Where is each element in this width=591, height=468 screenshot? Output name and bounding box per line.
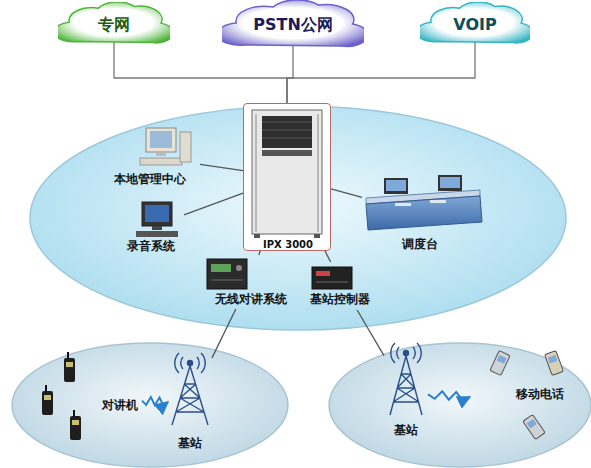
mobile-ellipse <box>329 343 591 467</box>
connection-line <box>331 189 362 197</box>
tower-illustration <box>390 343 422 415</box>
cloud-label: 专网 <box>98 16 130 34</box>
equipment-node: 调度台 <box>362 172 484 256</box>
cloud-label: PSTN公网 <box>253 16 333 34</box>
equipment-label: 录音系统 <box>127 240 175 253</box>
equipment-node: 对讲机 <box>36 352 142 444</box>
controller-box <box>312 267 352 289</box>
equipment-label: 无线对讲系统 <box>215 293 287 306</box>
equipment-node: 基站 <box>168 352 212 454</box>
network-cloud: VOIP <box>420 2 530 46</box>
equipment-node: 移动电话 <box>470 348 585 453</box>
cloud-label: VOIP <box>453 16 496 34</box>
cloud-outline <box>222 0 364 46</box>
equipment-node: IPX 3000 <box>243 103 331 251</box>
connection-line <box>200 164 243 170</box>
equipment-node: 基站控制器 <box>300 262 386 310</box>
equipment-label: 基站 <box>178 437 202 450</box>
equipment-label: 基站 <box>394 424 418 437</box>
equipment-node: 基站 <box>384 345 428 441</box>
equipment-label: 调度台 <box>402 238 438 251</box>
computer-icon <box>136 202 178 237</box>
equipment-label: 移动电话 <box>516 388 564 401</box>
connection-line <box>184 193 243 215</box>
system-ellipse <box>30 106 566 330</box>
equipment-label: 基站控制器 <box>310 293 370 306</box>
computer-icon <box>140 128 191 165</box>
equipment-label: IPX 3000 <box>263 239 313 250</box>
equipment-label: 对讲机 <box>102 399 138 412</box>
walkie-talkie-icon <box>42 352 81 440</box>
radio-system-box <box>207 259 247 289</box>
network-cloud: PSTN公网 <box>222 0 364 50</box>
connection-line <box>325 251 331 262</box>
cloud-outline <box>58 2 170 43</box>
connection-line <box>114 42 287 103</box>
tower-illustration <box>172 353 208 425</box>
console-illustration <box>366 175 482 230</box>
equipment-node: 无线对讲系统 <box>196 255 302 309</box>
radio-ellipse <box>12 343 288 467</box>
wireless-signal <box>142 397 168 406</box>
network-cloud: 专网 <box>58 2 170 46</box>
connection-line <box>287 42 475 103</box>
connection-line <box>357 310 384 356</box>
equipment-label: 本地管理中心 <box>114 173 186 186</box>
cloud-outline <box>420 2 530 43</box>
connection-line <box>212 309 236 358</box>
equipment-node: 本地管理中心 <box>100 125 200 189</box>
cabinet-illustration <box>243 103 331 251</box>
connection-line <box>259 251 260 255</box>
equipment-node: 录音系统 <box>118 198 184 256</box>
connection-line <box>287 46 293 103</box>
wireless-signal <box>428 391 470 400</box>
mobile-phone-icon <box>490 350 563 439</box>
